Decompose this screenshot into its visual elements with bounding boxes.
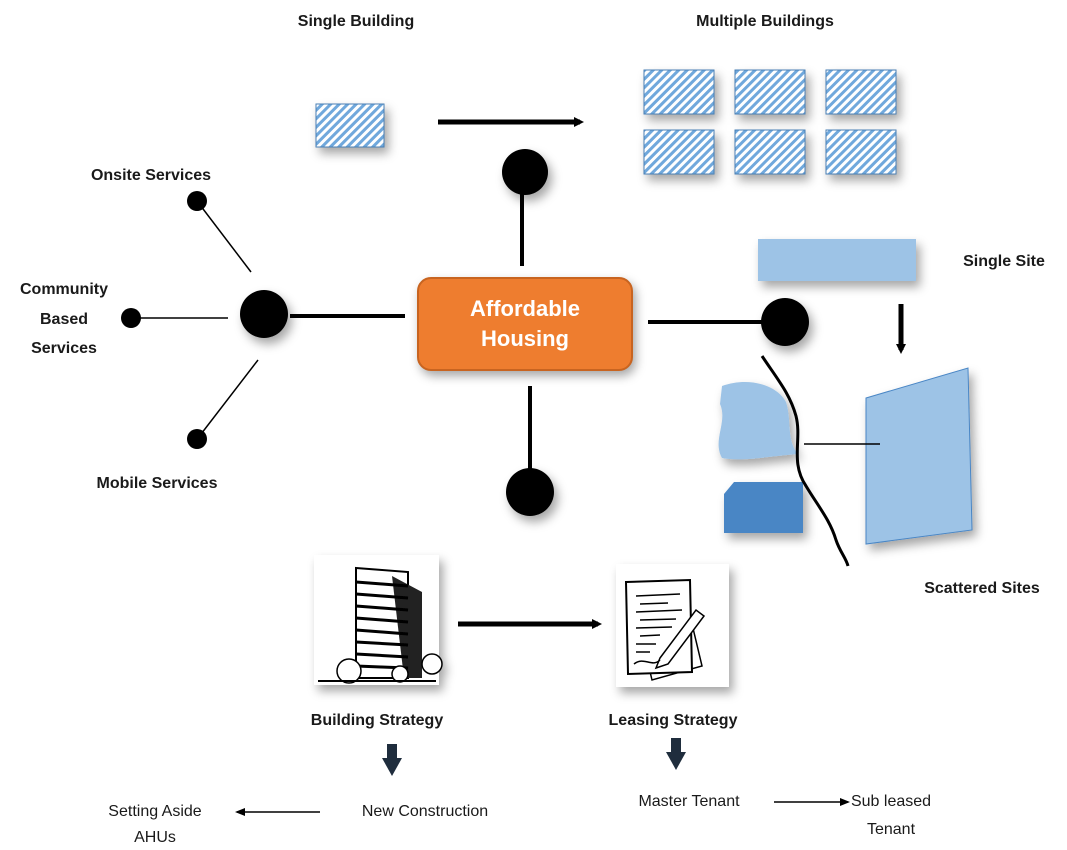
label-single-site: Single Site [963,253,1045,270]
node-top [502,149,548,195]
down-arrow-leasing [666,738,686,770]
single-building-block [315,103,385,148]
label-building-strategy: Building Strategy [310,712,444,729]
label-community-line2: Based [39,311,89,328]
node-bottom [506,468,554,516]
label-leasing-strategy: Leasing Strategy [608,712,738,729]
label-scattered-sites: Scattered Sites [924,580,1040,597]
label-multiple-buildings: Multiple Buildings [696,13,834,30]
label-community-line3: Services [31,340,97,357]
scattered-site-large [865,367,973,545]
multiple-buildings-grid [643,69,897,175]
label-master-tenant: Master Tenant [638,793,740,810]
label-new-construction: New Construction [361,803,489,820]
label-onsite-services: Onsite Services [90,167,212,184]
spoke-mobile [197,359,259,439]
down-arrow-building [382,744,402,776]
node-right [761,298,809,346]
label-single-building: Single Building [297,13,415,30]
label-sub-leased-line1: Sub leased [850,793,932,810]
label-setting-aside-line2: AHUs [134,829,176,846]
building-icon [314,555,443,685]
node-onsite [187,191,207,211]
lease-document-icon [616,564,729,687]
label-community-line1: Community [20,281,108,298]
center-title-line1: Affordable [470,296,580,321]
scattered-site-small [724,482,803,533]
node-community [121,308,141,328]
label-mobile-services: Mobile Services [96,475,218,492]
node-left [240,290,288,338]
label-sub-leased-line2: Tenant [866,821,916,838]
road-line [760,355,850,567]
spoke-onsite [196,200,252,273]
center-title-line2: Housing [481,326,569,351]
single-site-block [758,239,916,281]
label-setting-aside-line1: Setting Aside [108,803,202,820]
node-mobile [187,429,207,449]
affordable-housing-box: Affordable Housing [417,277,633,371]
scattered-site-irregular [718,381,798,460]
